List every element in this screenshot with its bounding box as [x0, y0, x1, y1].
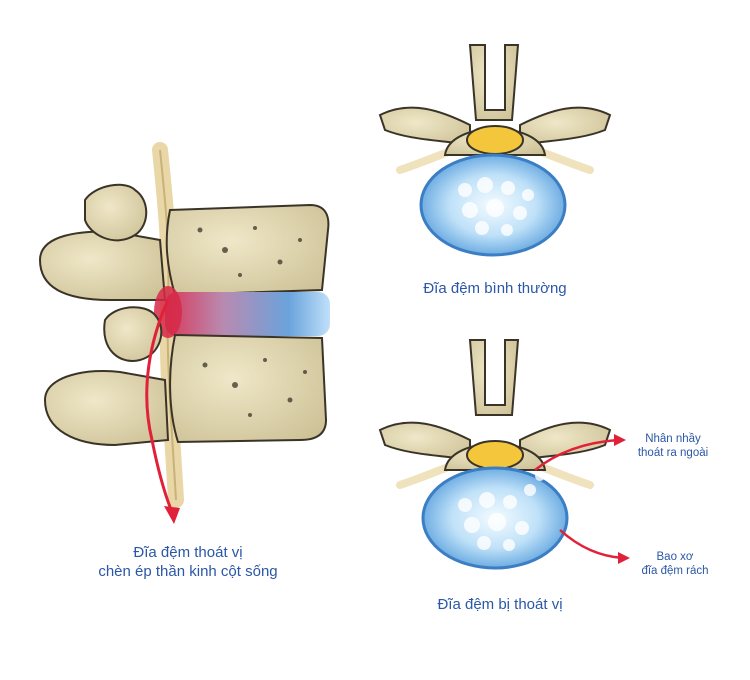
annulus-label-line2: đĩa đệm rách	[641, 565, 709, 577]
lower-facet	[103, 306, 163, 362]
annulus-arrow	[559, 529, 623, 560]
herniated-disc-label: Đĩa đệm bị thoát vị	[437, 596, 563, 613]
herniation-arrowhead	[164, 506, 180, 524]
lower-spinous-process	[43, 369, 170, 447]
herniated-disc-cross-section	[378, 339, 630, 570]
herniated-spinal-cord	[466, 440, 524, 470]
herniation-arrow	[145, 299, 174, 513]
lower-vertebral-body	[169, 333, 328, 444]
upper-spinous-process	[38, 230, 167, 301]
annulus-label-line1: Bao xơ	[656, 551, 694, 563]
side-disc	[165, 292, 330, 336]
annulus-label: Bao xơ đĩa đệm rách	[630, 550, 720, 578]
upper-vertebral-body	[165, 203, 330, 297]
normal-disc-label: Đĩa đệm bình thường	[423, 280, 567, 297]
normal-disc-cross-section	[378, 44, 612, 257]
normal-spinal-cord	[466, 125, 524, 155]
side-view-spine	[38, 142, 330, 524]
nucleus-label: Nhân nhầy thoát ra ngoài	[628, 432, 718, 460]
herniated-spine-label-line1: Đĩa đệm thoát vị	[133, 544, 243, 561]
nucleus-label-line1: Nhân nhầy	[645, 433, 701, 445]
nucleus-label-line2: thoát ra ngoài	[637, 447, 709, 459]
upper-facet	[84, 183, 148, 242]
herniated-spine-label-line2: chèn ép thần kinh cột sống	[98, 563, 278, 580]
nucleus-arrow	[534, 438, 619, 471]
herniated-spine-label: Đĩa đệm thoát vị chèn ép thần kinh cột s…	[88, 543, 288, 581]
